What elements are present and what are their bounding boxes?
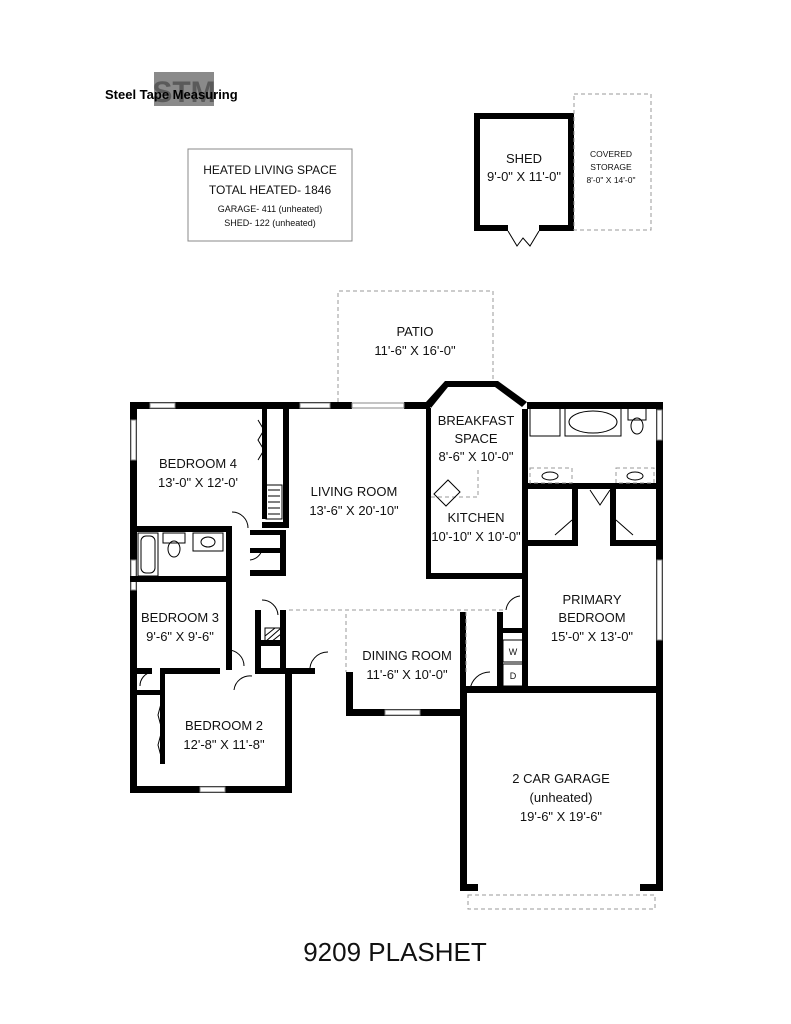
bedroom4-name: BEDROOM 4	[159, 456, 237, 471]
company-logo: STM Steel Tape Measuring	[105, 72, 238, 109]
room-labels: PATIO 11'-6" X 16'-0" BREAKFAST SPACE 8'…	[141, 324, 633, 824]
covered-storage-label-2: STORAGE	[590, 162, 632, 172]
toilet-icon	[162, 532, 186, 544]
sink-icon	[626, 471, 644, 481]
dining-room-name: DINING ROOM	[362, 648, 452, 663]
doors	[139, 419, 634, 761]
primary-bedroom-name-1: PRIMARY	[563, 592, 622, 607]
logo-mark-letters: STM	[152, 76, 215, 109]
covered-storage-outline	[573, 93, 652, 231]
fixtures: W D	[137, 407, 655, 687]
washer-box	[502, 639, 524, 663]
garage-door-outline	[467, 894, 656, 910]
breakfast-name-2: SPACE	[454, 431, 497, 446]
covered-storage-label-1: COVERED	[590, 149, 632, 159]
primary-bedroom-dims: 15'-0" X 13'-0"	[551, 629, 634, 644]
breakfast-dims: 8'-6" X 10'-0"	[439, 449, 514, 464]
patio-name: PATIO	[396, 324, 433, 339]
shed-dims: 9'-0" X 11'-0"	[487, 169, 561, 184]
property-address: 9209 PLASHET	[303, 937, 487, 967]
garage-dims: 19'-6" X 19'-6"	[520, 809, 603, 824]
washer-label: W	[509, 647, 518, 657]
open-boundaries	[289, 470, 505, 672]
bedroom3-dims: 9'-6" X 9'-6"	[146, 629, 214, 644]
door-swing	[249, 549, 263, 561]
bedroom3-name: BEDROOM 3	[141, 610, 219, 625]
dining-room-dims: 11'-6" X 10'-0"	[366, 667, 448, 682]
summary-heading: HEATED LIVING SPACE	[203, 163, 337, 177]
utility-hatch	[264, 627, 282, 643]
bedroom4-dims: 13'-0" X 12'-0'	[158, 475, 238, 490]
kitchen-name: KITCHEN	[447, 510, 504, 525]
fireplace-icon	[265, 484, 283, 520]
patio-outline	[337, 290, 494, 402]
sink-icon	[541, 471, 559, 481]
kitchen-dims: 10'-10" X 10'-0"	[431, 529, 521, 544]
bathtub-icon	[137, 532, 159, 577]
garage-name-2: (unheated)	[530, 790, 593, 805]
shed-name: SHED	[506, 151, 542, 166]
living-room-name: LIVING ROOM	[311, 484, 398, 499]
summary-total-heated: TOTAL HEATED- 1846	[209, 183, 332, 197]
area-summary-box: HEATED LIVING SPACE TOTAL HEATED- 1846 G…	[187, 148, 353, 242]
shed-double-door	[507, 230, 540, 247]
patio-dims: 11'-6" X 16'-0"	[374, 343, 456, 358]
breakfast-name-1: BREAKFAST	[438, 413, 515, 428]
summary-shed: SHED- 122 (unheated)	[224, 218, 316, 228]
bedroom2-dims: 12'-8" X 11'-8"	[183, 737, 265, 752]
tub-icon	[564, 407, 622, 437]
bedroom2-name: BEDROOM 2	[185, 718, 263, 733]
shower-icon	[529, 407, 561, 437]
interior-walls	[130, 402, 656, 764]
garage-name-1: 2 CAR GARAGE	[512, 771, 610, 786]
summary-border	[187, 148, 353, 242]
logo-mark-background	[154, 72, 214, 106]
windows	[130, 402, 663, 793]
primary-bedroom-name-2: BEDROOM	[558, 610, 625, 625]
dryer-label: D	[510, 671, 517, 681]
kitchen-sink-icon	[433, 479, 461, 507]
sink-icon	[192, 532, 224, 552]
covered-storage-dims: 8'-0" X 14'-0"	[587, 175, 636, 185]
living-room-dims: 13'-6" X 20'-10"	[309, 503, 399, 518]
door-swing	[231, 511, 249, 529]
shed: SHED 9'-0" X 11'-0" COVERED STORAGE 8'-0…	[474, 93, 652, 247]
logo-text: Steel Tape Measuring	[105, 87, 238, 102]
summary-garage: GARAGE- 411 (unheated)	[218, 204, 322, 214]
dryer-box	[502, 663, 524, 687]
toilet-icon	[627, 407, 647, 421]
